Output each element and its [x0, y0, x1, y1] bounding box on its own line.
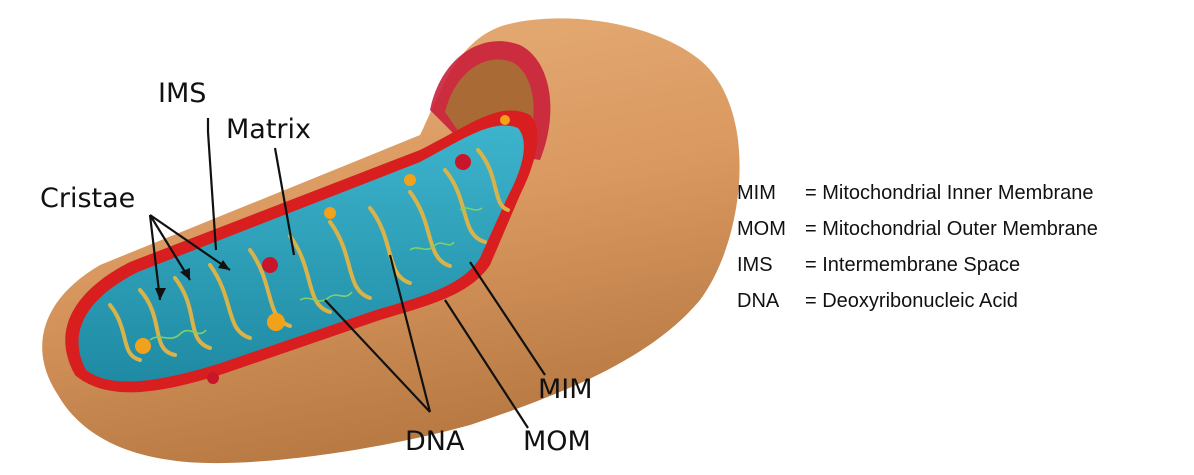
legend-abbr: DNA	[737, 283, 805, 319]
granule-dot	[267, 313, 285, 331]
label-ims: IMS	[158, 78, 206, 109]
label-matrix: Matrix	[226, 114, 311, 145]
granule-dot	[135, 338, 151, 354]
legend-abbr: IMS	[737, 247, 805, 283]
ribosome-dot	[207, 372, 219, 384]
legend-row-mim: MIM = Mitochondrial Inner Membrane	[737, 175, 1098, 211]
label-cristae: Cristae	[40, 183, 135, 214]
label-mom: MOM	[523, 426, 591, 457]
legend-definition: = Deoxyribonucleic Acid	[805, 283, 1018, 319]
legend-abbr: MOM	[737, 211, 805, 247]
label-dna: DNA	[405, 426, 465, 457]
legend-row-mom: MOM = Mitochondrial Outer Membrane	[737, 211, 1098, 247]
legend-definition: = Intermembrane Space	[805, 247, 1020, 283]
legend-definition: = Mitochondrial Inner Membrane	[805, 175, 1093, 211]
ribosome-dot	[262, 257, 278, 273]
legend: MIM = Mitochondrial Inner Membrane MOM =…	[737, 175, 1098, 319]
granule-dot	[324, 207, 336, 219]
granule-dot	[500, 115, 510, 125]
granule-dot	[404, 174, 416, 186]
legend-row-ims: IMS = Intermembrane Space	[737, 247, 1098, 283]
label-mim: MIM	[538, 374, 593, 405]
legend-definition: = Mitochondrial Outer Membrane	[805, 211, 1098, 247]
legend-abbr: MIM	[737, 175, 805, 211]
legend-row-dna: DNA = Deoxyribonucleic Acid	[737, 283, 1098, 319]
ribosome-dot	[455, 154, 471, 170]
